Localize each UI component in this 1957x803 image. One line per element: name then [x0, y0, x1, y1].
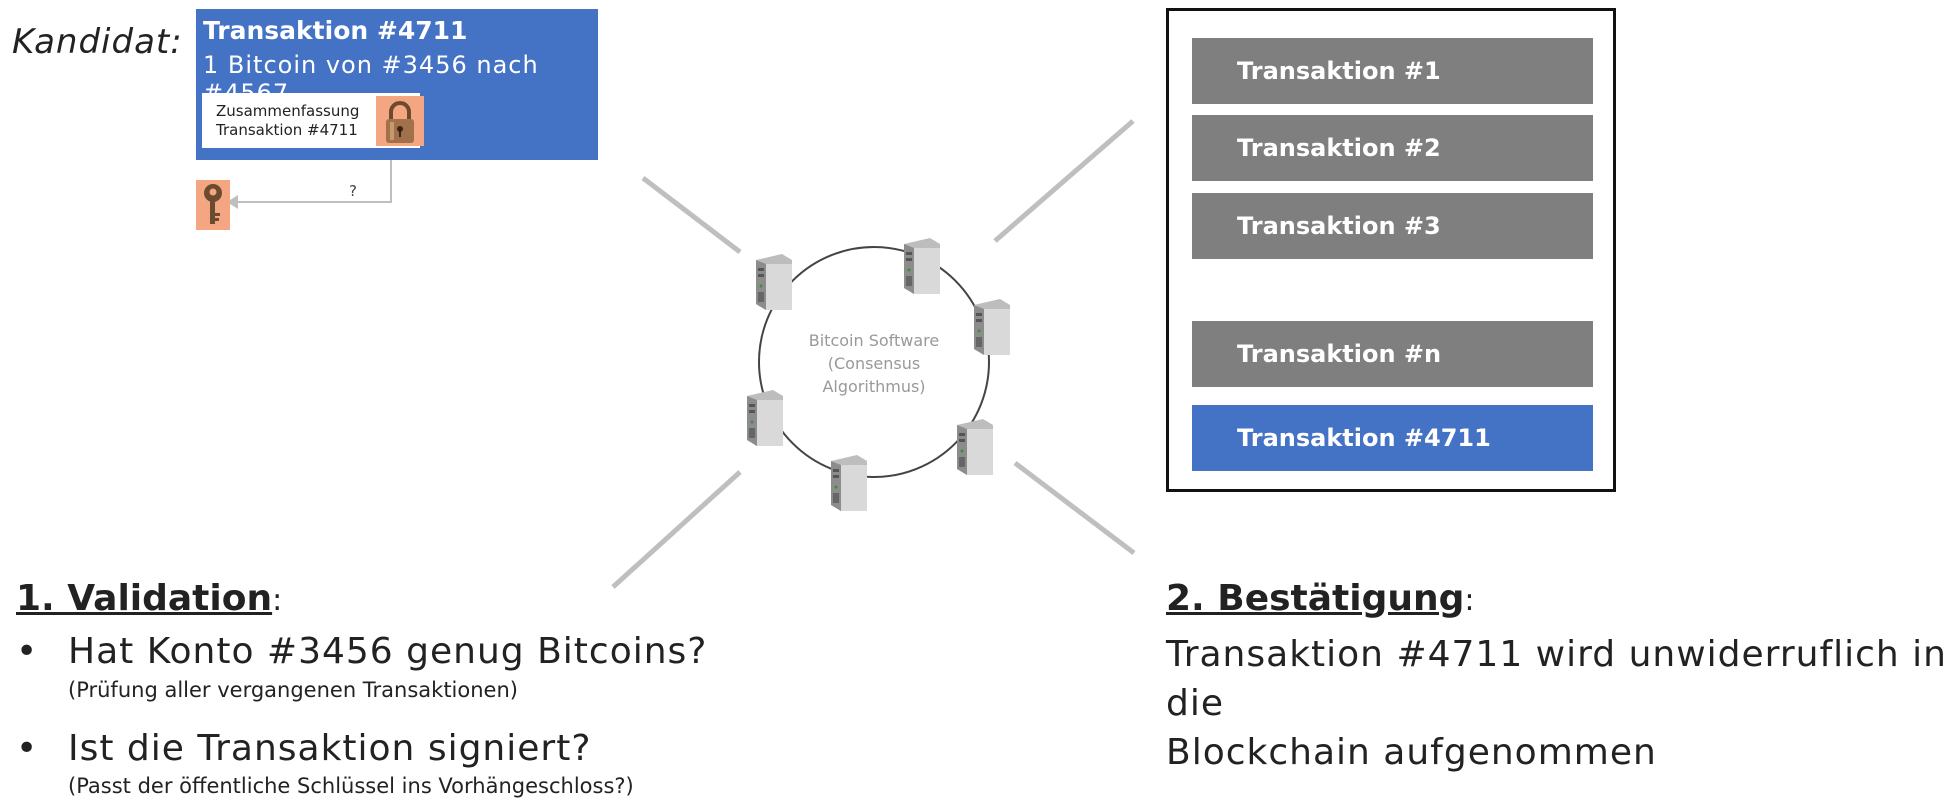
- transaction-summary-box: Zusammenfassung Transaktion #4711: [202, 93, 424, 148]
- key-icon: [196, 180, 230, 230]
- confirmation-text: Transaktion #4711 wird unwiderruflich in…: [1166, 630, 1957, 777]
- validation-item-1: •: [16, 631, 37, 672]
- validation-item-1-note: (Prüfung aller vergangenen Transaktionen…: [68, 678, 518, 702]
- bullet-icon: •: [16, 728, 38, 769]
- transaction-label: Transaktion #1: [1237, 57, 1441, 85]
- server-icon: [957, 419, 993, 475]
- summary-line-2: Transaktion #4711: [216, 121, 358, 139]
- candidate-transaction-title: Transaktion #4711: [203, 16, 468, 45]
- validation-item-1-text: Hat Konto #3456 genug Bitcoins?: [68, 631, 708, 672]
- connector-bottom-left: [611, 470, 742, 589]
- validation-colon: :: [272, 583, 283, 618]
- validation-title: 1. Validation: [16, 578, 273, 619]
- candidate-heading: Kandidat:: [12, 22, 183, 62]
- blockchain-transaction-n: Transaktion #n: [1192, 321, 1593, 387]
- confirmation-line-2: Blockchain aufgenommen: [1166, 732, 1657, 773]
- server-icon: [747, 390, 783, 446]
- server-icon: [974, 299, 1010, 355]
- transaction-label: Transaktion #4711: [1237, 424, 1491, 452]
- network-label: Bitcoin Software (Consensus Algorithmus): [800, 329, 948, 398]
- blockchain-transaction-4711: Transaktion #4711: [1192, 405, 1593, 471]
- server-icon: [756, 254, 792, 310]
- network-ring: [758, 246, 990, 478]
- arrow-question-label: ?: [349, 182, 357, 200]
- connector-top-left: [641, 176, 742, 254]
- transaction-label: Transaktion #n: [1237, 340, 1442, 368]
- connector-top-right: [993, 119, 1135, 243]
- confirmation-title: 2. Bestätigung: [1166, 578, 1465, 619]
- summary-text: Zusammenfassung Transaktion #4711: [216, 102, 359, 140]
- validation-heading: 1. Validation:: [16, 578, 282, 619]
- network-label-line-3: Algorithmus): [822, 377, 926, 396]
- blockchain-transaction-2: Transaktion #2: [1192, 115, 1593, 181]
- validation-item-2-text: Ist die Transaktion signiert?: [68, 728, 592, 769]
- transaction-label: Transaktion #3: [1237, 212, 1441, 240]
- verify-arrow-head-left: [227, 195, 238, 209]
- transaction-label: Transaktion #2: [1237, 134, 1441, 162]
- bullet-icon: •: [16, 631, 38, 672]
- server-icon: [831, 455, 867, 511]
- confirmation-heading: 2. Bestätigung:: [1166, 578, 1475, 619]
- server-icon: [904, 238, 940, 294]
- validation-item-2-note: (Passt der öffentliche Schlüssel ins Vor…: [68, 774, 634, 798]
- connector-bottom-right: [1013, 461, 1136, 555]
- summary-line-1: Zusammenfassung: [216, 102, 360, 120]
- confirmation-line-1: Transaktion #4711 wird unwiderruflich in…: [1166, 634, 1947, 724]
- candidate-transaction-box: Transaktion #4711 1 Bitcoin von #3456 na…: [196, 9, 598, 160]
- validation-item-2: •: [16, 728, 37, 769]
- verify-arrow-line: [237, 157, 392, 203]
- blockchain-frame: Transaktion #1 Transaktion #2 Transaktio…: [1166, 8, 1616, 492]
- padlock-icon: [376, 96, 424, 146]
- network-label-line-2: (Consensus: [827, 354, 921, 373]
- network-label-line-1: Bitcoin Software: [808, 331, 940, 350]
- blockchain-transaction-1: Transaktion #1: [1192, 38, 1593, 104]
- blockchain-transaction-3: Transaktion #3: [1192, 193, 1593, 259]
- confirmation-colon: :: [1464, 583, 1475, 618]
